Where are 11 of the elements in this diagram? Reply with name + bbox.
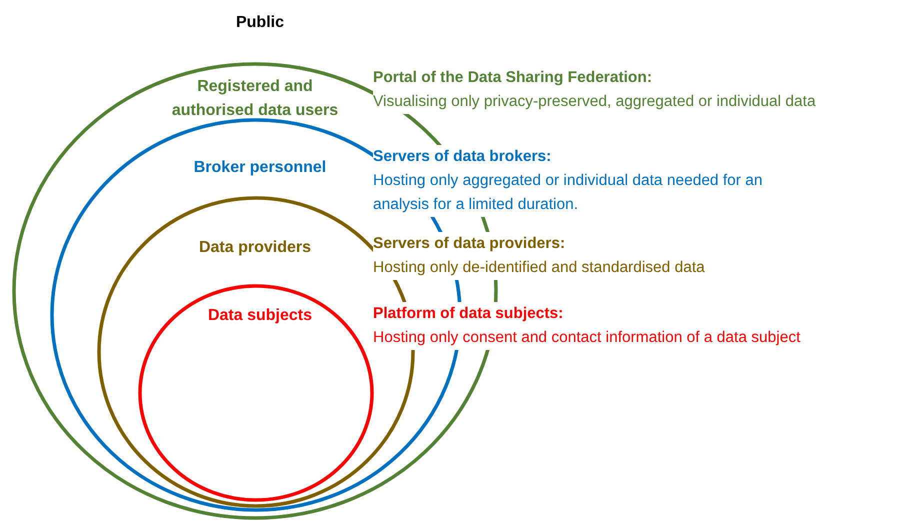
description-heading: Platform of data subjects: — [373, 302, 564, 326]
group-label: Data providers — [198, 238, 312, 258]
group-label: Registered and authorised data users — [170, 77, 340, 121]
description-text: Hosting only de-identified and standardised data — [373, 256, 705, 280]
description-heading: Servers of data providers: — [373, 232, 566, 256]
region-label: Public — [234, 14, 285, 32]
group-label: Broker personnel — [192, 158, 328, 178]
description-text: Hosting only consent and contact information of a data subject — [373, 326, 800, 350]
description-text: Visualising only privacy-preserved, aggregated or individual data — [373, 90, 816, 114]
group-label: Data subjects — [206, 306, 314, 326]
description-heading: Servers of data brokers: — [373, 145, 552, 169]
